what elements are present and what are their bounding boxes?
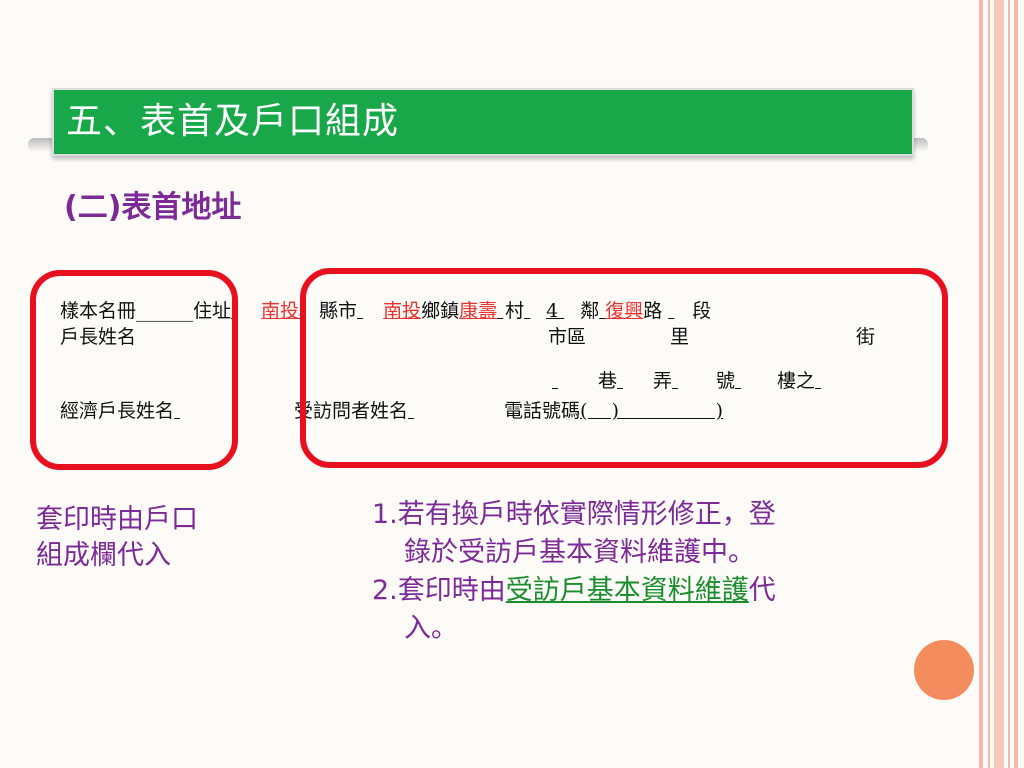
note-left-line-1: 套印時由戶口 (36, 504, 198, 535)
label-lane: 巷 (598, 370, 618, 392)
note-item-2-prefix: 2.套印時由 (372, 575, 506, 606)
label-city-district: 市區 (548, 326, 587, 348)
label-county: 縣市 (319, 300, 358, 322)
value-village: 康壽 (459, 300, 498, 322)
form-line-4: 經濟戶長姓名 受訪問者姓名 電話號碼( ) ) (60, 398, 723, 424)
note-item-2-line-1: 2.套印時由受訪戶基本資料維護代 (372, 572, 776, 610)
value-road: 復興 (605, 300, 644, 322)
label-section: 段 (692, 300, 712, 322)
label-economic-head: 經濟戶長姓名 (60, 400, 175, 422)
title-bar: 五、表首及戶口組成 (52, 88, 914, 156)
note-item-1-line-1: 1.若有換戶時依實際情形修正，登 (372, 499, 776, 530)
decorative-stripe-4 (1008, 0, 1010, 768)
decorative-stripe-3 (994, 0, 1004, 768)
value-county: 南投 (261, 300, 300, 322)
highlight-ring-right (300, 268, 948, 468)
label-street: 街 (856, 326, 876, 348)
label-li: 里 (670, 326, 690, 348)
decorative-orange-dot (914, 640, 974, 700)
label-number: 號 (716, 370, 736, 392)
value-phone-blank: ( ) ) (580, 400, 724, 422)
label-sample-roster: 樣本名冊 (60, 300, 137, 322)
note-left: 套印時由戶口 組成欄代入 (36, 502, 198, 574)
label-village: 村 (505, 300, 525, 322)
decorative-stripe-2 (988, 0, 990, 768)
slide-title: 五、表首及戶口組成 (66, 101, 400, 142)
decorative-stripe-1 (979, 0, 983, 768)
label-road: 路 (643, 300, 663, 322)
decorative-stripe-5 (1014, 0, 1018, 768)
label-floor: 樓之 (777, 370, 816, 392)
label-address: 住址 (193, 300, 232, 322)
label-neighborhood: 鄰 (580, 300, 600, 322)
label-alley: 弄 (653, 370, 673, 392)
value-neighborhood: 4 (546, 300, 559, 322)
label-respondent: 受訪問者姓名 (294, 400, 409, 422)
note-item-2-line-2: 入。 (404, 613, 458, 644)
form-line-2: 戶長姓名 市區 里 街 (60, 324, 940, 350)
form-line-1: 樣本名冊______住址 南投 縣市 南投鄉鎮康壽 村 4 鄰 復興路 段 (60, 298, 711, 324)
label-household-head: 戶長姓名 (60, 326, 137, 348)
highlight-ring-left (30, 270, 238, 470)
blank-sample-roster: ______ (136, 300, 194, 322)
note-right: 1.若有換戶時依實際情形修正，登 錄於受訪戶基本資料維護中。 2.套印時由受訪戶… (372, 496, 776, 648)
link-household-maintenance[interactable]: 受訪戶基本資料維護 (505, 575, 749, 606)
value-town: 南投 (383, 300, 422, 322)
note-item-2-suffix: 代 (748, 575, 776, 606)
form-line-3: 巷 弄 號 樓之 (552, 368, 855, 394)
note-item-1-line-2: 錄於受訪戶基本資料維護中。 (404, 537, 755, 568)
note-left-line-2: 組成欄代入 (36, 540, 171, 571)
label-phone: 電話號碼 (504, 400, 581, 422)
label-town: 鄉鎮 (421, 300, 460, 322)
slide-subtitle: (二)表首地址 (64, 190, 242, 225)
